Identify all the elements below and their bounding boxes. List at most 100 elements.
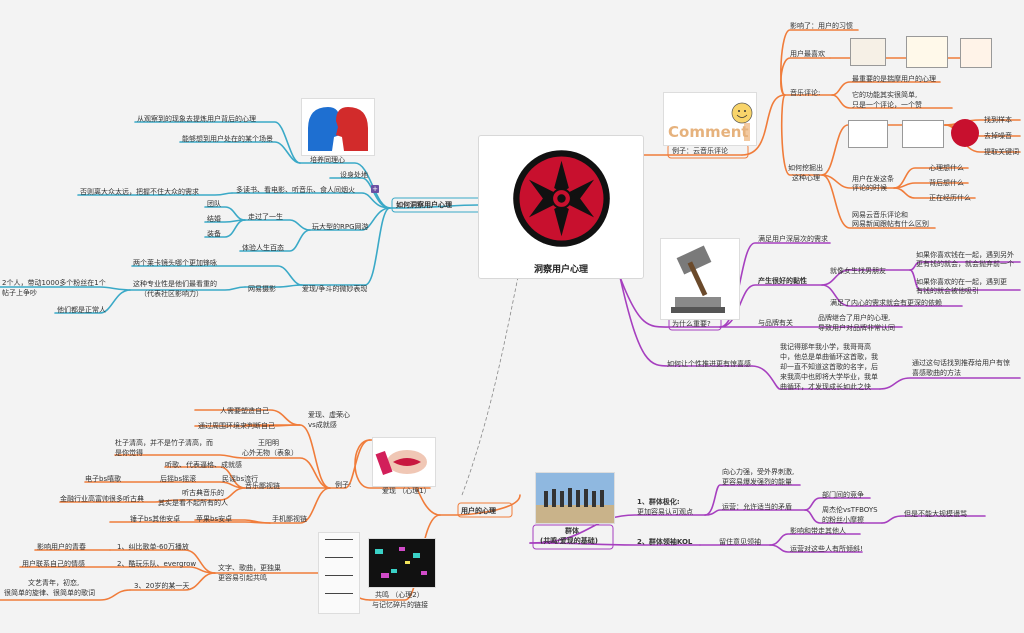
node-deeper-dependence[interactable]: 满足了内心的需求就会有更深的依赖 xyxy=(830,299,942,307)
node-resonance-1[interactable]: 共鸣 （心理2） xyxy=(375,591,424,599)
node-story-5[interactable]: 曲循环，才发现成长如此之快 xyxy=(780,383,871,391)
node-classical-2[interactable]: 其实是看不起所有的人 xyxy=(158,499,228,507)
node-why-important[interactable]: 为什么重要? xyxy=(672,320,711,328)
node-music-comment[interactable]: 音乐评论: xyxy=(790,89,821,97)
node-stickiness[interactable]: 产生很好的黏性 xyxy=(758,277,807,285)
node-post-rock[interactable]: 后摇bs摇滚 xyxy=(160,475,197,483)
node-fans-1[interactable]: 周杰伦vsTFBOYS xyxy=(822,506,878,514)
central-topic-card[interactable]: 洞察用户心理 xyxy=(478,135,644,279)
node-literary-2[interactable]: 很简单的旋律、很简单的歌词 xyxy=(4,589,95,597)
node-classical-1[interactable]: 听古典音乐的 xyxy=(182,489,224,497)
node-phone-chain[interactable]: 手机鄙视链 xyxy=(272,515,307,523)
node-equipment[interactable]: 装备 xyxy=(207,230,221,238)
node-money-2a[interactable]: 如果你喜欢的在一起，遇到更 xyxy=(916,278,1007,286)
node-simple-function-2[interactable]: 只是一个评论，一个赞 xyxy=(852,101,922,109)
node-text-song-2[interactable]: 更容易引起共鸣 xyxy=(218,574,267,582)
node-example[interactable]: 例子: xyxy=(335,481,352,489)
node-youth[interactable]: 影响用户的青春 xyxy=(37,543,86,551)
node-money-2b[interactable]: 有钱的就会被他吸引 xyxy=(916,287,979,295)
node-kol[interactable]: 2、群体领袖KOL xyxy=(637,538,693,546)
node-fans-2[interactable]: 的粉丝小摩擦 xyxy=(822,516,864,524)
node-music-chain[interactable]: 音乐鄙视链 xyxy=(245,482,280,490)
node-normal-people[interactable]: 他们都是正常人 xyxy=(57,306,106,314)
node-wang-1[interactable]: 王阳明 xyxy=(258,439,279,447)
plus-icon[interactable]: + xyxy=(371,185,379,193)
node-when-commenting-1[interactable]: 用户在发这条 xyxy=(852,175,894,183)
node-department[interactable]: 部门间的竞争 xyxy=(822,491,864,499)
node-ops-tilt[interactable]: 运营对这些人有所倾斜! xyxy=(790,545,863,553)
node-whole-life[interactable]: 走过了一生 xyxy=(248,213,283,221)
node-polarization[interactable]: 1、群体极化: xyxy=(637,498,680,506)
node-show-off-fight[interactable]: 爱现/争斗的微妙表现 xyxy=(302,285,368,293)
node-habit[interactable]: 影响了：用户的习惯 xyxy=(790,22,853,30)
node-put-yourself[interactable]: 设身处地 xyxy=(340,171,368,179)
node-compare-netease-1[interactable]: 网易云音乐评论和 xyxy=(852,211,908,219)
node-brand-detail-1[interactable]: 品牌继合了用户的心理, xyxy=(818,314,891,322)
node-what-thinking[interactable]: 心理想什么 xyxy=(929,164,964,172)
node-professional-2[interactable]: （代表社区影响力） xyxy=(140,290,203,298)
node-cohesion-2[interactable]: 更容易爆发强烈的能量 xyxy=(722,478,792,486)
node-user-favorite[interactable]: 用户最喜欢 xyxy=(790,50,825,58)
node-keep-leaders[interactable]: 留住意见领袖 xyxy=(719,538,761,546)
node-story-3[interactable]: 却一直不知道这首歌的名字，后 xyxy=(780,363,878,371)
node-literary-1[interactable]: 文艺青年，初恋, xyxy=(28,579,80,587)
node-rpg[interactable]: 玩大型的RPG网游 xyxy=(312,223,369,231)
node-bamboo-1[interactable]: 杜子清高，并不是竹子清高，而 xyxy=(115,439,213,447)
node-brand[interactable]: 与品牌有关 xyxy=(758,319,793,327)
node-no-abuse[interactable]: 但是不能大规模谩骂 xyxy=(904,510,967,518)
node-folk[interactable]: 民谣bs流行 xyxy=(222,475,259,483)
node-smartisan[interactable]: 锤子bs其他安卓 xyxy=(130,515,181,523)
node-vanity-1[interactable]: 爱现、虚荣心 xyxy=(308,411,350,419)
node-allow-conflict[interactable]: 运营：允许适当的矛盾 xyxy=(722,503,792,511)
node-show-off[interactable]: 爱现 （心理1） xyxy=(382,487,431,495)
node-deep-needs[interactable]: 满足用户深层次的需求 xyxy=(758,235,828,243)
node-key-psychology[interactable]: 最重要的是揣摩用户的心理 xyxy=(852,75,936,83)
node-fans-argue-1[interactable]: 2个人，带动1000多个粉丝在1个 xyxy=(2,279,106,287)
node-finance[interactable]: 金融行业高富帅很多听古典 xyxy=(60,495,144,503)
node-far-from-public[interactable]: 否则离大众太远，把握不住大众的需求 xyxy=(80,188,199,196)
node-remove-noise[interactable]: 去掉噪音 xyxy=(984,132,1012,140)
node-compare-netease-2[interactable]: 网易新闻跟帖有什么区别 xyxy=(852,220,929,228)
node-cohesion-1[interactable]: 向心力强，受外界刺激, xyxy=(722,468,795,476)
node-team[interactable]: 团队 xyxy=(207,200,221,208)
node-method-1[interactable]: 通过这句话找到推荐给用户有惊 xyxy=(912,359,1010,367)
node-polarization-sub[interactable]: 更加容易认可观点 xyxy=(637,508,693,516)
node-apple[interactable]: 苹果bs安卓 xyxy=(196,515,233,523)
node-listen-style[interactable]: 听歌、代表逼格、成就感 xyxy=(165,461,242,469)
node-story-4[interactable]: 来我高中也即将大学毕业，我单 xyxy=(780,373,878,381)
node-dig-psychology-1[interactable]: 如何挖掘出 xyxy=(788,164,823,172)
node-when-commenting-2[interactable]: 评论的时候 xyxy=(852,184,887,192)
node-netease-photo[interactable]: 网易摄影 xyxy=(248,285,276,293)
node-empathy[interactable]: 培养同理心 xyxy=(310,156,345,164)
node-money-1a[interactable]: 如果你喜欢钱在一起，遇到另外 xyxy=(916,251,1014,259)
node-bamboo-2[interactable]: 是你觉得 xyxy=(115,449,143,457)
node-professional-1[interactable]: 这种专业性是他们最看重的 xyxy=(133,280,217,288)
node-observe[interactable]: 从观察到的现象去提炼用户背后的心理 xyxy=(137,115,256,123)
node-money-1b[interactable]: 更有钱的就会，就会抛弃前一个 xyxy=(916,260,1014,268)
node-life-experience[interactable]: 体验人生百态 xyxy=(242,244,284,252)
node-shape-self[interactable]: 人需要塑造自己 xyxy=(220,407,269,415)
node-story-1[interactable]: 我记得那年我小学，我哥哥高 xyxy=(780,343,871,351)
node-read-books[interactable]: 多读书、看电影、听音乐、食人间烟火 xyxy=(236,186,355,194)
node-text-song-1[interactable]: 文字、歌曲，更独巢 xyxy=(218,564,281,572)
node-leica[interactable]: 两个莱卡镜头哪个更加锋咏 xyxy=(133,259,217,267)
node-simple-function-1[interactable]: 它的功能其实很简单, xyxy=(852,91,918,99)
node-dig-psychology-2[interactable]: 这种心理 xyxy=(792,174,820,182)
node-experiencing[interactable]: 正在经历什么 xyxy=(929,194,971,202)
node-surprise[interactable]: 如何让个性推进更有惊喜感 xyxy=(667,360,751,368)
node-behind-thinking[interactable]: 背后想什么 xyxy=(929,179,964,187)
node-comment-example[interactable]: 例子：云音乐评论 xyxy=(672,147,728,155)
node-twenty[interactable]: 3、20岁的某一天 xyxy=(134,582,190,590)
node-story-2[interactable]: 中，他总是单曲循环这首歌，我 xyxy=(780,353,878,361)
node-group-sub[interactable]: (共鸣/爱现的基础) xyxy=(540,537,598,545)
node-influence-others[interactable]: 影响和带走其他人 xyxy=(790,527,846,535)
node-electronic[interactable]: 电子bs嘻歌 xyxy=(85,475,122,483)
node-user-psychology[interactable]: 用户的心理 xyxy=(461,507,496,515)
node-resonance-2[interactable]: 与记忆碎片的链接 xyxy=(372,601,428,609)
node-like-dating[interactable]: 就像女生找男朋友 xyxy=(830,267,886,275)
node-brand-detail-2[interactable]: 导致用户对品牌非常认同 xyxy=(818,324,895,332)
node-marriage[interactable]: 结婚 xyxy=(207,215,221,223)
node-insight-main[interactable]: 如何洞察用户心理 xyxy=(396,201,452,209)
node-find-samples[interactable]: 找到样本 xyxy=(984,116,1012,124)
node-group[interactable]: 群体 xyxy=(565,527,579,535)
